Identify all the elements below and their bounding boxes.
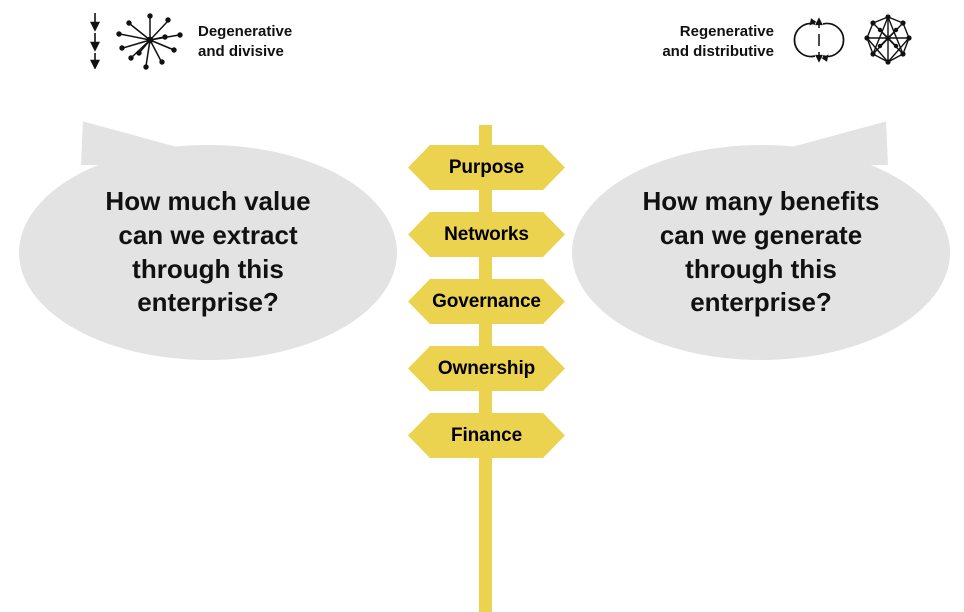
bubble-right-text: How many benefits can we generate throug… (642, 186, 880, 318)
sign-arrow-shape (408, 346, 565, 391)
sign-arrow-shape (408, 279, 565, 324)
sign-arrow-shape (408, 145, 565, 190)
sign-label: Finance (450, 424, 523, 446)
sign-arrow-shape (408, 413, 565, 458)
sign-ownership[interactable]: Ownership (408, 346, 565, 391)
legend-degenerative: Degenerative and divisive (84, 12, 293, 70)
circular-flow-icon (788, 12, 850, 73)
distributed-network-icon (862, 12, 914, 73)
sign-governance[interactable]: Governance (408, 279, 565, 324)
down-arrows-icon (84, 11, 106, 74)
sign-label: Ownership (437, 357, 536, 379)
sign-purpose[interactable]: Purpose (408, 145, 565, 190)
sign-label: Networks (444, 223, 529, 245)
speech-bubble-generative: How many benefits can we generate throug… (572, 121, 950, 360)
bubble-body (19, 145, 397, 360)
sign-finance[interactable]: Finance (408, 413, 565, 458)
sign-label: Governance (432, 290, 541, 312)
legend-regenerative: Regenerative and distributive (662, 12, 914, 73)
sign-arrow-shape (408, 212, 565, 257)
bubble-body (572, 145, 950, 360)
bubble-left-text: How much value can we extract through th… (105, 186, 311, 318)
centralized-star-network-icon (116, 10, 184, 75)
legend-left-label: Degenerative and divisive (198, 23, 293, 60)
legend-right-label: Regenerative and distributive (662, 23, 774, 60)
sign-label: Purpose (448, 156, 525, 178)
sign-networks[interactable]: Networks (408, 212, 565, 257)
speech-bubble-extractive: How much value can we extract through th… (19, 121, 397, 360)
